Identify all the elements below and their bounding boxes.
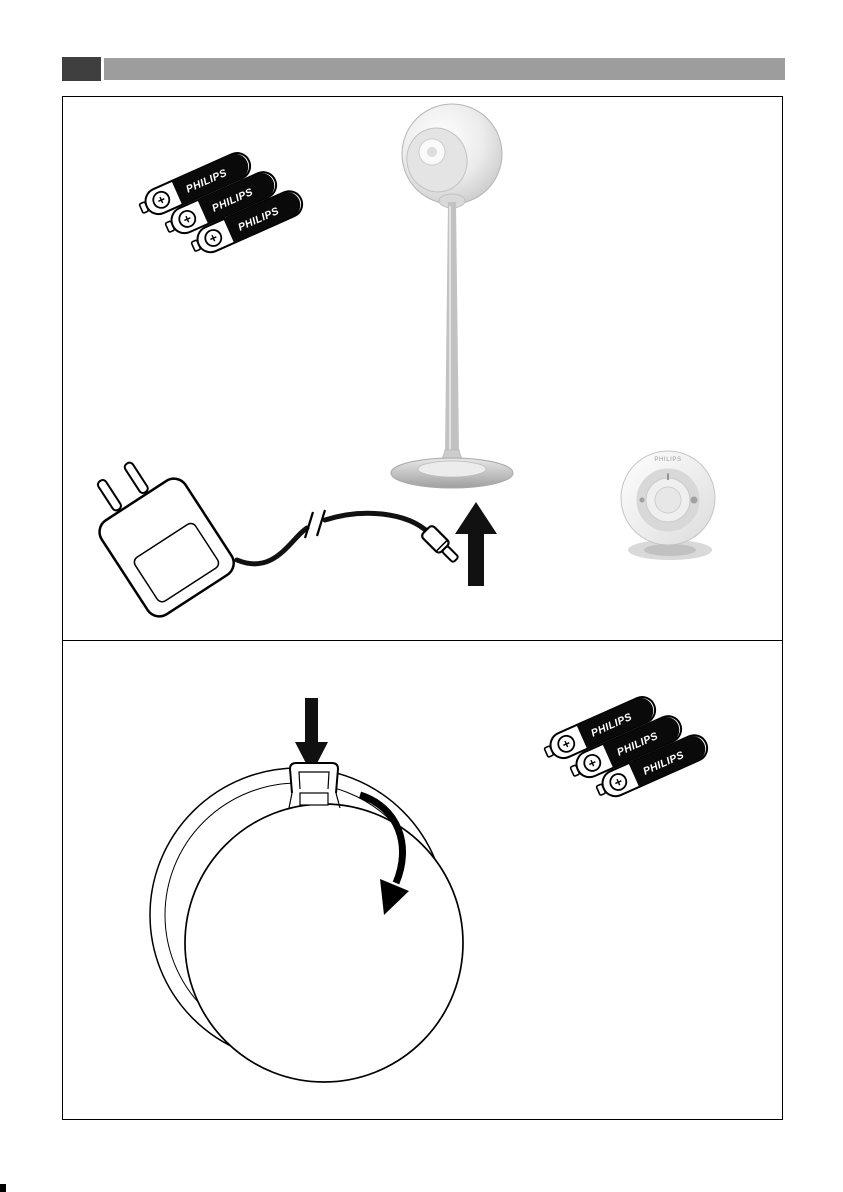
battery-cover-illustration bbox=[149, 762, 464, 1083]
cover-clip-side bbox=[288, 792, 293, 809]
batteries-icon-bottom bbox=[539, 691, 713, 804]
rotate-arrow-head bbox=[380, 879, 409, 915]
lamp-base-top bbox=[417, 460, 487, 478]
adapter-body bbox=[98, 477, 235, 618]
remote-power-mark: I bbox=[667, 472, 670, 482]
batteries-icon-top: + PHILIPS bbox=[134, 147, 308, 260]
adapter-body-group bbox=[96, 461, 235, 618]
cover-lid bbox=[184, 803, 464, 1083]
down-arrow-stem bbox=[305, 698, 318, 743]
adapter-label-area bbox=[133, 522, 220, 603]
lamp-stem bbox=[445, 202, 459, 452]
dc-jack-plug bbox=[421, 525, 459, 563]
remote-brand-label: PHILIPS bbox=[654, 457, 681, 463]
power-adapter-illustration bbox=[96, 461, 459, 618]
press-down-arrow bbox=[295, 698, 328, 774]
connect-up-arrow bbox=[455, 502, 497, 586]
power-cord bbox=[234, 525, 310, 567]
cover-clip-side bbox=[335, 792, 341, 809]
plug-prong bbox=[96, 479, 122, 512]
cord-break-mark bbox=[315, 509, 327, 537]
cover-clip-latch bbox=[299, 792, 329, 806]
panel-divider bbox=[63, 640, 782, 641]
jack-ring bbox=[435, 539, 448, 552]
header-bar bbox=[104, 58, 785, 80]
rotate-arrow-curve bbox=[358, 791, 406, 885]
brightness-up-icon bbox=[690, 496, 698, 504]
floor-lamp-illustration bbox=[390, 103, 514, 489]
plug-prong bbox=[123, 461, 149, 494]
lamp-bulb-center bbox=[427, 147, 437, 157]
remote-center-button bbox=[654, 486, 682, 514]
brightness-down-icon bbox=[639, 497, 645, 503]
remote-shadow-core bbox=[644, 544, 696, 556]
power-cord bbox=[322, 510, 432, 536]
cord-break-mark bbox=[303, 511, 315, 539]
down-arrow-icon bbox=[295, 742, 328, 774]
up-arrow-icon bbox=[455, 502, 497, 586]
page-corner-mark bbox=[0, 1184, 6, 1192]
cover-clip-inner bbox=[298, 771, 330, 790]
jack-tip bbox=[441, 545, 459, 563]
section-number-tab bbox=[62, 57, 101, 81]
cover-clip bbox=[288, 762, 340, 794]
remote-control-illustration: PHILIPS I bbox=[620, 450, 716, 560]
